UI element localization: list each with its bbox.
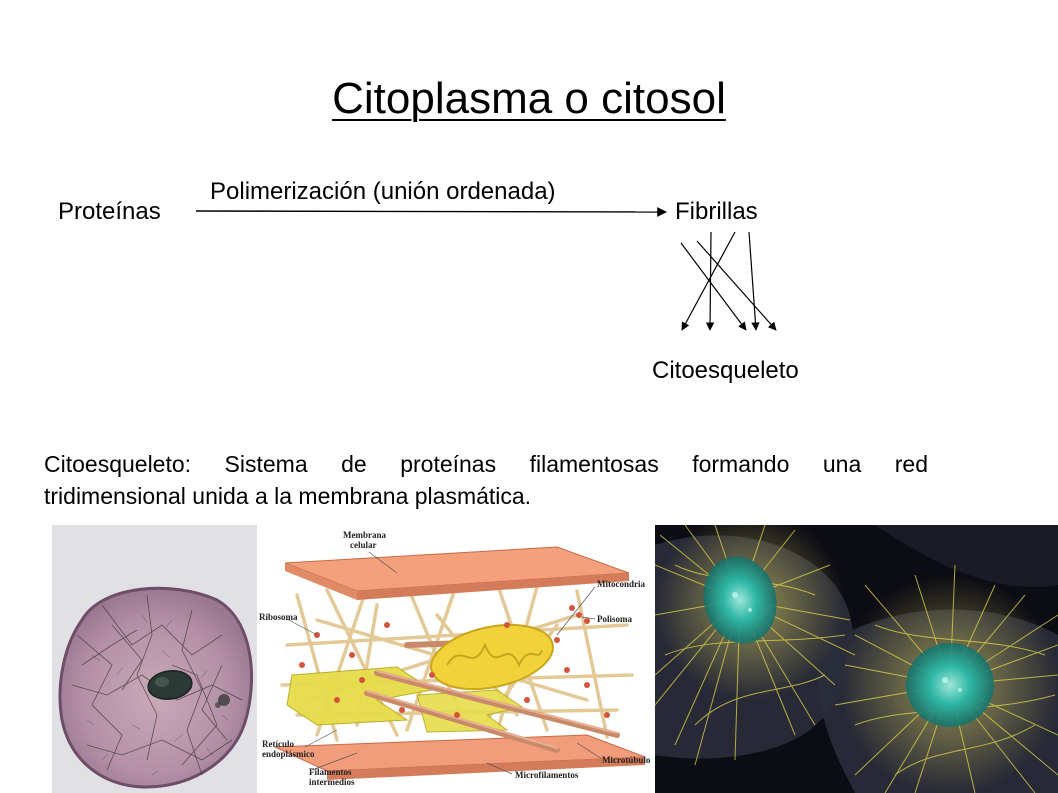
stained-cell-micrograph — [52, 525, 257, 793]
label-polisoma: Polisoma — [597, 614, 632, 624]
label-mitocondria: Mitocondria — [597, 579, 645, 589]
fibrilla-arrow-2 — [705, 231, 715, 331]
label-microtubulo: Microtúbulo — [602, 755, 651, 765]
fibrilla-arrow-4 — [748, 231, 760, 331]
polimerizacion-label: Polimerización (unión ordenada) — [210, 178, 556, 205]
citoesqueleto-label: Citoesqueleto — [652, 357, 799, 384]
fluorescence-micrograph — [655, 525, 1058, 793]
fibrilla-arrow-5 — [696, 240, 777, 331]
description-line-1: Citoesqueleto: Sistema de proteínas fila… — [44, 451, 928, 477]
polymerization-arrow — [195, 207, 667, 217]
label-membrana-1: Membrana — [343, 530, 386, 540]
description-line-2: tridimensional unida a la membrana plasm… — [44, 483, 532, 509]
label-membrana-2: celular — [350, 540, 377, 550]
label-reticulo-1: Retículo — [262, 739, 294, 749]
label-filamentos-1: Filamentos — [309, 767, 352, 777]
fibrilla-arrow-1 — [681, 231, 736, 331]
label-reticulo-2: endoplásmico — [262, 749, 315, 759]
label-ribosoma: Ribosoma — [259, 612, 298, 622]
proteinas-label: Proteínas — [58, 198, 161, 225]
label-microfilamentos: Microfilamentos — [515, 770, 579, 780]
cytoskeleton-description: Citoesqueleto: Sistema de proteínas fila… — [44, 448, 928, 512]
fibrilla-arrow-3 — [680, 242, 747, 331]
label-filamentos-2: intermedios — [309, 777, 355, 787]
page-title: Citoplasma o citosol — [332, 74, 726, 123]
fibrillas-label: Fibrillas — [675, 198, 758, 225]
cytoskeleton-illustration: Membrana celular Mitocondria Ribosoma Po… — [257, 525, 655, 793]
